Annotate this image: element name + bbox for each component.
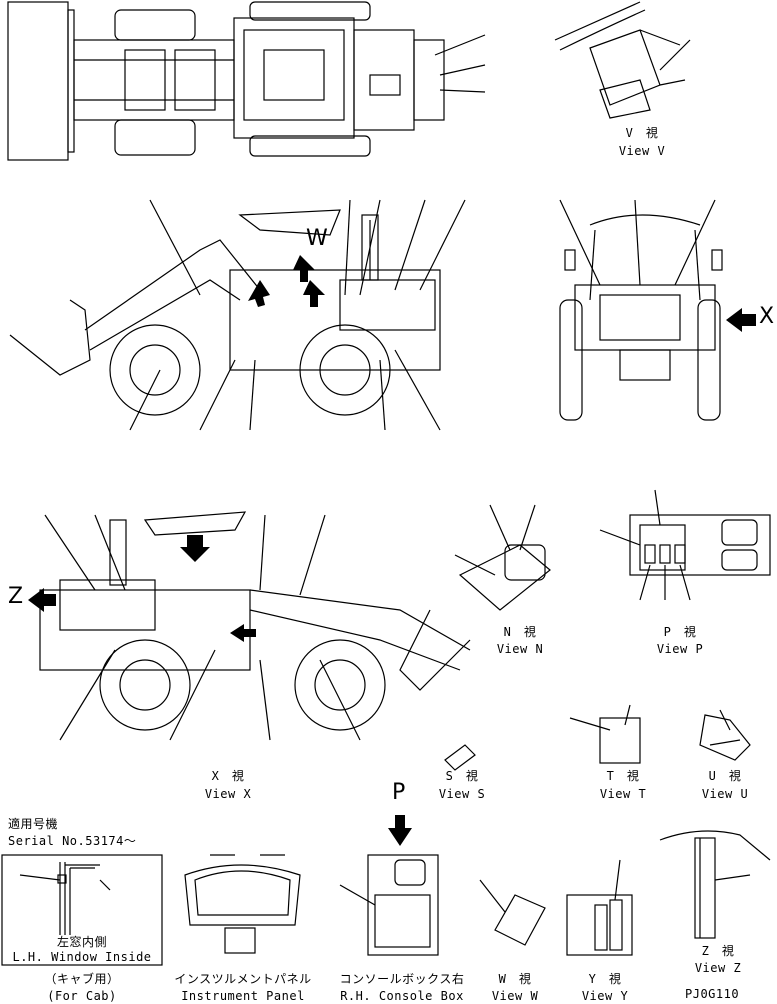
view-s-drawing [444, 744, 476, 771]
view-t-label-jp: T 視 [606, 769, 640, 783]
view-x-label-jp: X 視 [211, 769, 245, 783]
arrow-p-letter: P [392, 780, 406, 805]
view-y-label-jp: Y 視 [588, 972, 622, 986]
side-view-left [9, 199, 466, 431]
console-box-drawing [339, 854, 439, 956]
view-t-drawing [569, 704, 641, 764]
view-z-drawing [659, 830, 771, 939]
view-p-label-en: View P [656, 642, 704, 656]
arrow-w-letter: W [306, 226, 329, 251]
view-z-label-jp: Z 視 [701, 944, 735, 958]
p-down-arrow [388, 815, 412, 846]
side-view-right [28, 511, 471, 741]
view-s-label-en: View S [438, 787, 486, 801]
view-u-label-jp: U 視 [708, 769, 742, 783]
view-u-label-en: View U [701, 787, 749, 801]
view-v-drawing [554, 1, 691, 119]
view-n-label-jp: N 視 [503, 625, 537, 639]
rear-view [559, 199, 756, 421]
view-s-label-jp: S 視 [445, 769, 479, 783]
view-z-label-en: View Z [694, 961, 742, 975]
drawing-number: PJ0G110 [685, 987, 740, 1001]
instrument-label-jp: インスツルメントパネル [174, 972, 312, 986]
view-w-label-en: View W [491, 989, 539, 1003]
view-p-drawing [599, 489, 771, 601]
view-y-label-en: View Y [581, 989, 629, 1003]
view-n-label-en: View N [496, 642, 544, 656]
instrument-panel-drawing [184, 854, 301, 954]
console-label-jp: コンソールボックス右 [339, 972, 465, 986]
view-v-label-jp: V 視 [625, 126, 659, 140]
view-t-label-en: View T [599, 787, 647, 801]
view-v-label-en: View V [618, 144, 666, 158]
view-p-label-jp: P 視 [663, 625, 697, 639]
cab-label-jp: （キャブ用） [44, 972, 120, 986]
arrow-x-letter: X [759, 304, 775, 329]
cab-label-en: (For Cab) [47, 989, 117, 1003]
window-label-en: L.H. Window Inside [12, 950, 152, 964]
top-view-loader [7, 1, 486, 161]
view-u-drawing [699, 709, 751, 761]
view-w-label-jp: W 視 [498, 972, 532, 986]
view-w-drawing [479, 879, 546, 946]
window-inside-drawing [1, 854, 163, 966]
instrument-label-en: Instrument Panel [181, 989, 305, 1003]
view-n-drawing [454, 504, 551, 611]
view-y-drawing [566, 859, 633, 956]
serial-label-en: Serial No.53174～ [8, 834, 137, 848]
view-x-label-en: View X [204, 787, 252, 801]
window-label-jp: 左窓内側 [56, 935, 108, 949]
arrow-z-letter: Z [8, 584, 24, 609]
serial-label-jp: 適用号機 [8, 817, 59, 831]
console-label-en: R.H. Console Box [340, 989, 464, 1003]
